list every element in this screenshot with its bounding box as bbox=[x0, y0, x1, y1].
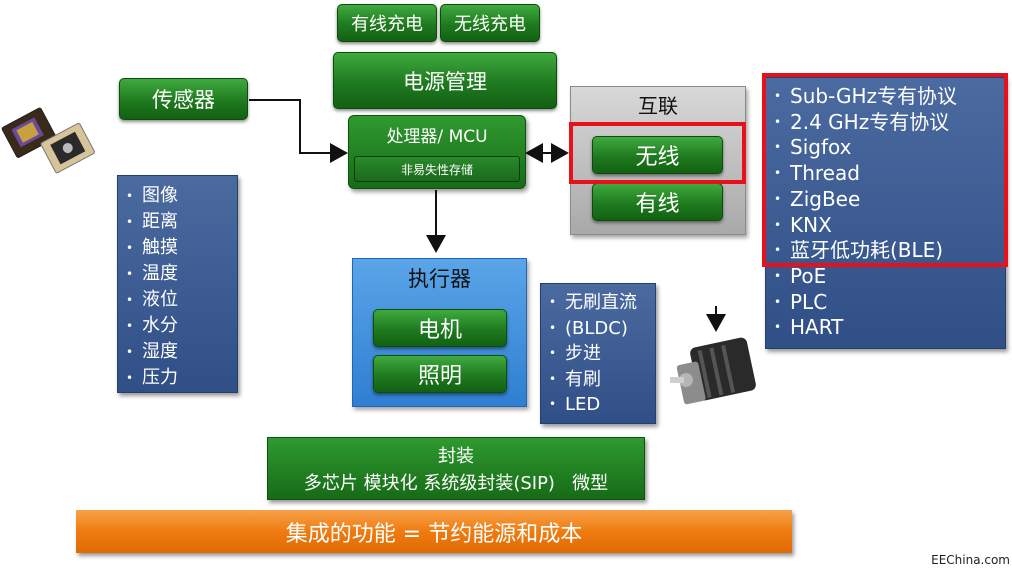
protocol-item: 蓝牙低功耗(BLE) bbox=[766, 238, 1005, 264]
lighting-button: 照明 bbox=[373, 355, 507, 393]
sensor-type-item: 温度 bbox=[118, 261, 237, 287]
sensor-type-item: 液位 bbox=[118, 287, 237, 313]
protocol-item: 2.4 GHz专有协议 bbox=[766, 110, 1005, 136]
sensor-types-panel: 图像 距离 触摸 温度 液位 水分 湿度 压力 bbox=[117, 175, 238, 393]
protocol-item: PoE bbox=[766, 264, 1005, 290]
wired-button: 有线 bbox=[592, 183, 723, 221]
sensor-type-item: 湿度 bbox=[118, 339, 237, 365]
power-management-box: 电源管理 bbox=[333, 52, 557, 109]
wireless-protocols-highlight-frame bbox=[762, 73, 1008, 267]
wireless-button: 无线 bbox=[592, 136, 723, 174]
summary-banner: 集成的功能 = 节约能源和成本 bbox=[76, 510, 792, 553]
motor-type-item: 步进 bbox=[541, 341, 655, 367]
protocol-item: KNX bbox=[766, 213, 1005, 239]
watermark: EEChina.com bbox=[931, 553, 1010, 567]
motor-type-item: 有刷 bbox=[541, 367, 655, 393]
interconnect-title: 互联 bbox=[638, 93, 678, 118]
motor-types-list: 无刷直流 (BLDC) 步进 有刷 LED bbox=[541, 290, 655, 418]
protocols-list: Sub-GHz专有协议 2.4 GHz专有协议 Sigfox Thread Zi… bbox=[766, 84, 1005, 341]
sensor-type-item: 触摸 bbox=[118, 235, 237, 261]
motor-type-item: (BLDC) bbox=[541, 316, 655, 342]
packaging-panel: 封装 多芯片 模块化 系统级封装(SIP) 微型 bbox=[267, 437, 645, 500]
protocol-item: ZigBee bbox=[766, 187, 1005, 213]
packaging-title: 封装 bbox=[438, 446, 474, 467]
wireless-charging-button: 无线充电 bbox=[440, 4, 540, 42]
sensor-type-item: 压力 bbox=[118, 365, 237, 391]
wired-charging-button: 有线充电 bbox=[337, 4, 437, 42]
protocol-item: PLC bbox=[766, 290, 1005, 316]
sensor-type-item: 图像 bbox=[118, 183, 237, 209]
protocols-panel: Sub-GHz专有协议 2.4 GHz专有协议 Sigfox Thread Zi… bbox=[765, 77, 1006, 349]
motor-image bbox=[670, 337, 756, 405]
processor-mcu-box: 处理器/ MCU 非易失性存储 bbox=[348, 115, 526, 189]
sensor-type-item: 距离 bbox=[118, 209, 237, 235]
processor-label: 处理器/ MCU bbox=[386, 126, 488, 147]
sensor-chip-images bbox=[1, 107, 95, 174]
motor-types-panel: 无刷直流 (BLDC) 步进 有刷 LED bbox=[540, 283, 656, 424]
motor-type-item: LED bbox=[541, 392, 655, 418]
sensor-box: 传感器 bbox=[119, 78, 248, 120]
protocol-item: HART bbox=[766, 315, 1005, 341]
wireless-highlight-frame bbox=[569, 122, 746, 184]
packaging-details: 多芯片 模块化 系统级封装(SIP) 微型 bbox=[303, 473, 609, 494]
motor-type-item: 无刷直流 bbox=[541, 290, 655, 316]
protocol-item: Sub-GHz专有协议 bbox=[766, 84, 1005, 110]
nonvolatile-memory-box: 非易失性存储 bbox=[354, 156, 520, 182]
sensor-types-list: 图像 距离 触摸 温度 液位 水分 湿度 压力 bbox=[118, 183, 237, 391]
actuator-title: 执行器 bbox=[408, 267, 471, 291]
protocol-item: Sigfox bbox=[766, 135, 1005, 161]
sensor-to-mcu-arrow bbox=[249, 99, 348, 163]
protocol-item: Thread bbox=[766, 161, 1005, 187]
sensor-type-item: 水分 bbox=[118, 313, 237, 339]
motor-button: 电机 bbox=[373, 309, 507, 347]
